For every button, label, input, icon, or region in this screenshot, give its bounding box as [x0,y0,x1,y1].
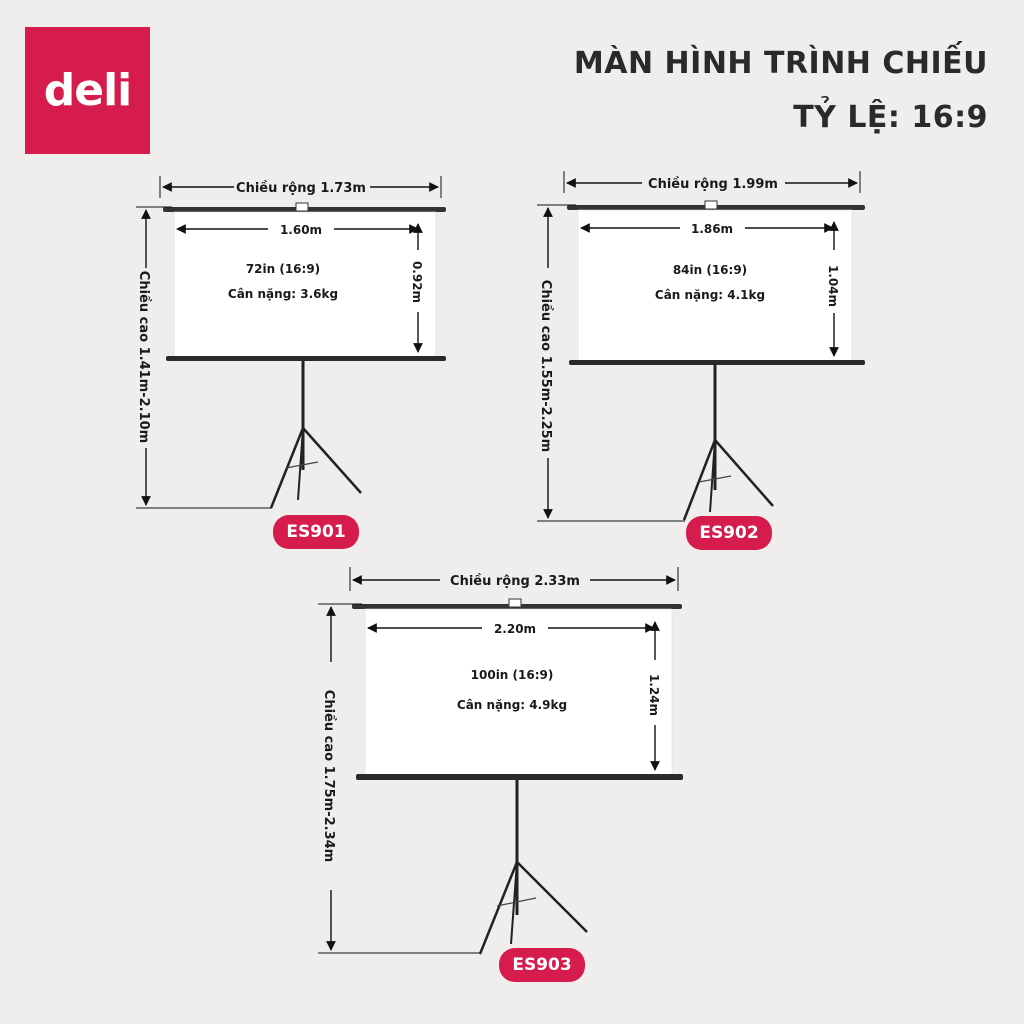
es903-model-badge: ES903 [499,948,585,982]
es901-overall-width: Chiều rộng 1.73m [236,181,366,196]
page-title: MÀN HÌNH TRÌNH CHIẾU [573,46,988,81]
es901-size: 72in (16:9) [246,262,320,276]
logo-text: deli [43,65,133,116]
es903-stand-height: Chiều cao 1.75m-2.34m [321,690,336,862]
es903-screen-width: 2.20m [494,622,536,636]
es903-screen-height: 1.24m [647,674,661,716]
deli-logo: deli [25,27,150,154]
es901-screen-height: 0.92m [410,261,424,303]
es903-overall-width: Chiều rộng 2.33m [450,574,580,589]
es902-overall-width: Chiều rộng 1.99m [648,177,778,192]
es901-screen-width: 1.60m [280,223,322,237]
es902-screen-height: 1.04m [826,265,840,307]
es903-weight: Cân nặng: 4.9kg [457,698,567,712]
es901-weight: Cân nặng: 3.6kg [228,287,338,301]
es902-model-badge: ES902 [686,516,772,550]
es902-weight: Cân nặng: 4.1kg [655,288,765,302]
es902-size: 84in (16:9) [673,263,747,277]
es902-stand-height: Chiều cao 1.55m-2.25m [538,280,553,452]
es903-size: 100in (16:9) [471,668,554,682]
es901-stand-height: Chiều cao 1.41m-2.10m [136,271,151,443]
es901-model-badge: ES901 [273,515,359,549]
aspect-ratio-title: TỶ LỆ: 16:9 [793,100,988,135]
es902-screen-width: 1.86m [691,222,733,236]
